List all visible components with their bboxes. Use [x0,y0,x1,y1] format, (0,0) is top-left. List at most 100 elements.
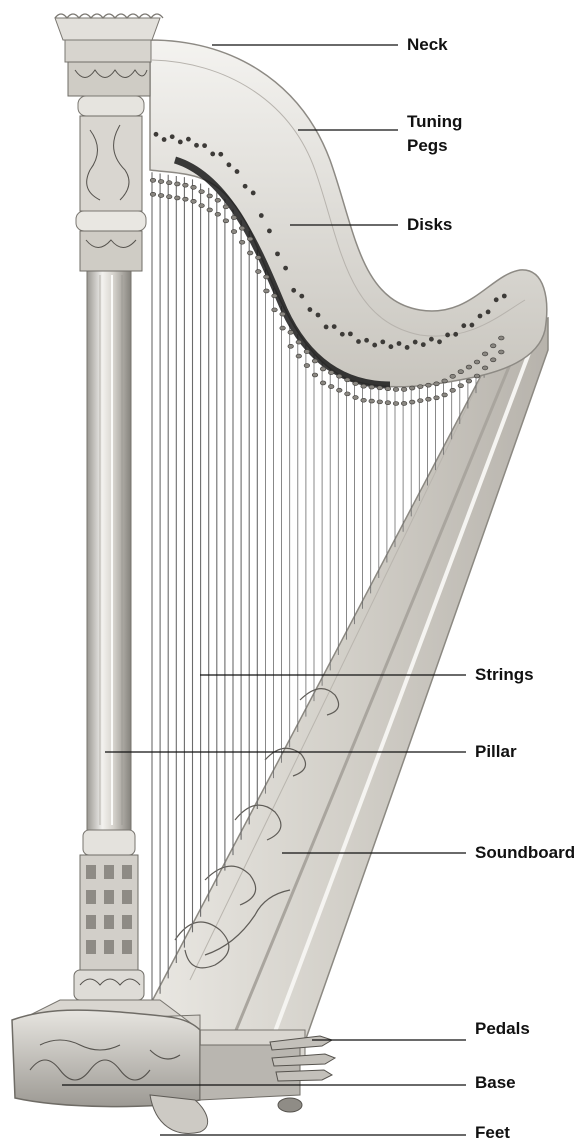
tuning-peg [405,345,410,350]
disk [183,197,189,201]
soundboard-body [150,318,548,1050]
disk [215,198,221,202]
disk [426,397,432,401]
disk [320,381,326,385]
disk [450,388,456,392]
disk [288,344,294,348]
disk [158,194,164,198]
tuning-peg [227,162,232,167]
label-feet: Feet [475,1123,510,1141]
tuning-peg [316,313,321,318]
disk [328,385,334,389]
label-neck: Neck [407,35,448,54]
tuning-peg [154,132,159,137]
label-tuning-pegs-line2: Pegs [407,136,448,155]
disk [247,251,253,255]
disk [442,393,448,397]
tuning-peg [429,337,434,342]
tuning-peg [275,251,280,256]
disk [337,374,343,378]
tuning-peg [486,310,491,315]
disk [207,208,213,212]
label-base: Base [475,1073,516,1092]
pedals [270,1036,335,1081]
disk [223,205,229,209]
tuning-peg [186,137,191,142]
disk [490,358,496,362]
disk [239,240,245,244]
tuning-peg [194,143,199,148]
disk [312,359,318,363]
tuning-peg [348,331,353,336]
tuning-peg [453,332,458,337]
disk [385,401,391,405]
disk [150,192,156,196]
tuning-peg [243,184,248,189]
disk [264,289,270,293]
disk [231,216,237,220]
tuning-peg [397,341,402,346]
disk [345,378,351,382]
disk [361,398,367,402]
disk [409,400,415,404]
disk [191,199,197,203]
tuning-peg [413,340,418,345]
disk [280,326,286,330]
pillar [55,14,163,1000]
disk [255,270,261,274]
disk [199,204,205,208]
disk [377,400,383,404]
disk [353,396,359,400]
tuning-peg [162,137,167,142]
tuning-peg [251,191,256,196]
disk [474,360,480,364]
tuning-peg [437,339,442,344]
disk [264,275,270,279]
disk [353,382,359,386]
tuning-peg [283,266,288,271]
disk [482,352,488,356]
disk [418,385,424,389]
disk [393,402,399,406]
disk [442,379,448,383]
feet [150,1095,302,1133]
disk [199,190,205,194]
disk [320,367,326,371]
disk [158,180,164,184]
label-disks: Disks [407,215,452,234]
disk [288,330,294,334]
tuning-peg [218,152,223,157]
disk [361,384,367,388]
disk [345,392,351,396]
disk [466,379,472,383]
disk [450,374,456,378]
tuning-peg [340,332,345,337]
disk [401,387,407,391]
tuning-peg [356,339,361,344]
disk [466,365,472,369]
tuning-peg [332,324,337,329]
disk [166,195,172,199]
tuning-peg [202,143,207,148]
disk [207,194,213,198]
disk [369,385,375,389]
disk [272,294,278,298]
disk [499,336,505,340]
disk [418,399,424,403]
tuning-peg [299,294,304,299]
disk [458,384,464,388]
disk [434,396,440,400]
tuning-peg [324,325,329,330]
disk [304,350,310,354]
tuning-peg [502,294,507,299]
disk [401,401,407,405]
disk [231,230,237,234]
tuning-peg [372,343,377,348]
disk [272,308,278,312]
disk [369,399,375,403]
disk [280,312,286,316]
label-soundboard: Soundboard [475,843,575,862]
disk [482,366,488,370]
tuning-peg [170,134,175,139]
